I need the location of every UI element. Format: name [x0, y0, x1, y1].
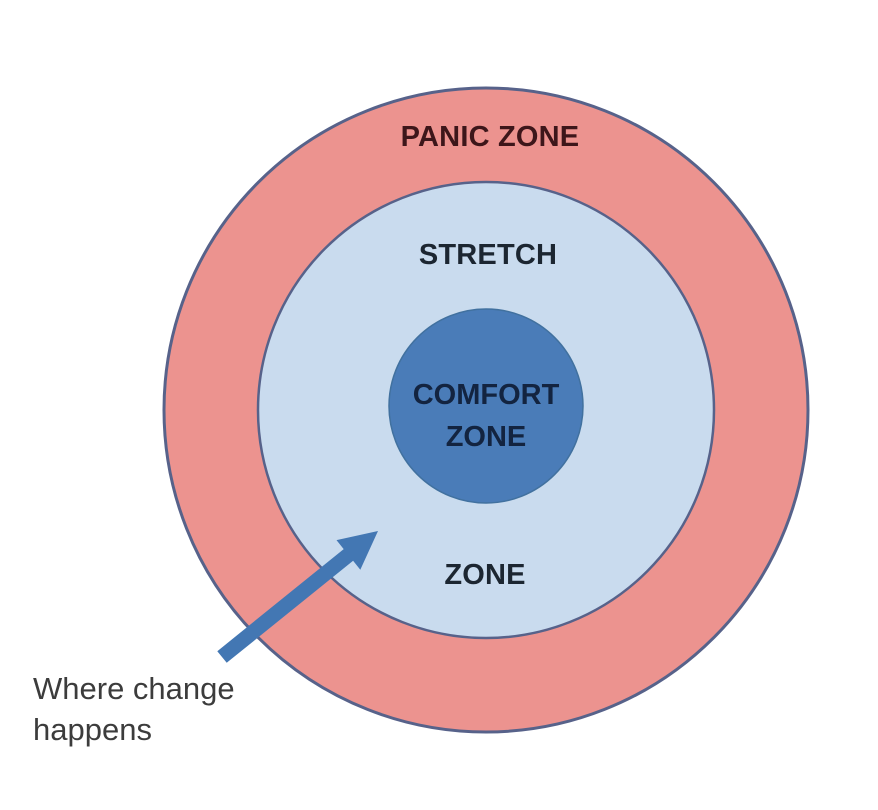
comfort-zone-label-line1: COMFORT: [412, 379, 560, 411]
change-annotation-line2: happens: [33, 712, 152, 747]
change-annotation-line1: Where change: [33, 671, 235, 706]
panic-zone-label: PANIC ZONE: [400, 121, 580, 153]
comfort-zone-circle: [388, 308, 584, 504]
change-arrow-icon: [217, 531, 378, 663]
comfort-zone-label-line2: ZONE: [445, 421, 527, 453]
change-annotation: Where change happens: [33, 668, 235, 750]
comfort-zone-label: COMFORT ZONE: [413, 374, 560, 458]
stretch-zone-label-word2: ZONE: [444, 559, 526, 591]
stretch-zone-label-word1: STRETCH: [418, 239, 558, 271]
